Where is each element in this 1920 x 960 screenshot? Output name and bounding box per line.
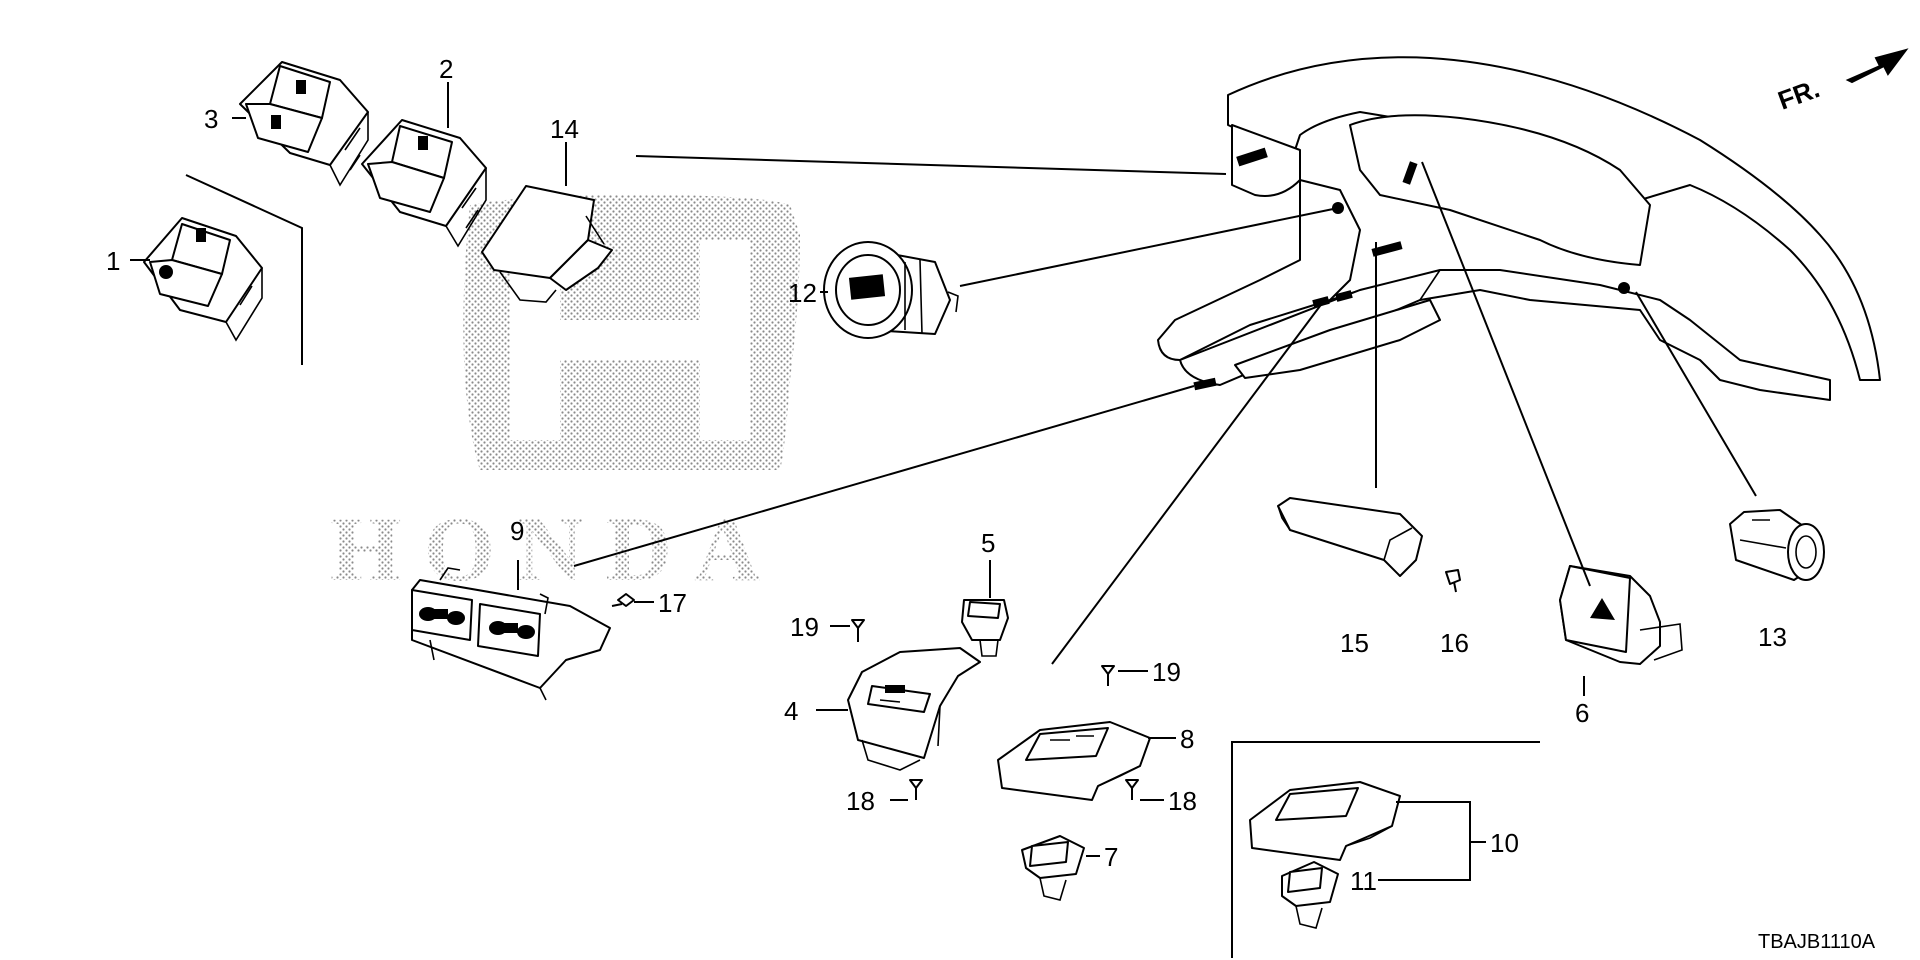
group-bracket-line xyxy=(185,174,303,365)
screw-18a xyxy=(909,779,923,800)
callout-11: 11 xyxy=(1350,866,1377,896)
honda-watermark-logo: HONDA xyxy=(330,195,800,600)
callout-7: 7 xyxy=(1104,842,1118,872)
part-5-small-switch xyxy=(961,599,1009,657)
front-direction-label: FR. xyxy=(1774,73,1824,116)
part-8-console-switch-panel xyxy=(997,721,1151,801)
callout-18b: 18 xyxy=(1168,786,1197,816)
part-14-switch-bracket xyxy=(481,185,613,303)
part-2-seat-heater-switch xyxy=(361,119,487,248)
part-3-seat-heater-switch xyxy=(239,61,369,187)
callout-3: 3 xyxy=(204,104,218,134)
dashboard-overview xyxy=(1157,56,1881,401)
screw-19a xyxy=(851,619,865,642)
callout-6: 6 xyxy=(1575,698,1589,728)
part-12-engine-start-button xyxy=(823,241,959,339)
callout-13: 13 xyxy=(1758,622,1787,652)
callout-15: 15 xyxy=(1340,628,1369,658)
screws xyxy=(611,569,1461,800)
callout-10: 10 xyxy=(1490,828,1519,858)
part-11-small-switch xyxy=(1281,861,1339,929)
honda-watermark-text: HONDA xyxy=(330,498,782,600)
callout-18a: 18 xyxy=(846,786,875,816)
front-direction-indicator: FR. xyxy=(1774,48,1909,116)
part-10-console-switch-panel xyxy=(1249,781,1401,861)
callout-2: 2 xyxy=(439,54,453,84)
callout-4: 4 xyxy=(784,696,798,726)
screw-19b xyxy=(1101,665,1115,686)
part-6-hazard-switch xyxy=(1559,565,1683,665)
callout-19a: 19 xyxy=(790,612,819,642)
kit-box-frame xyxy=(1231,741,1540,958)
callout-16: 16 xyxy=(1440,628,1469,658)
callout-8: 8 xyxy=(1180,724,1194,754)
hazard-triangle-icon xyxy=(1590,598,1615,620)
callout-17: 17 xyxy=(658,588,687,618)
part-9-usb-charger-unit xyxy=(411,567,611,701)
front-direction-arrow-icon xyxy=(1845,48,1909,84)
part-7-small-switch xyxy=(1021,835,1085,901)
screw-18b xyxy=(1125,779,1139,800)
screw-17 xyxy=(611,593,635,607)
callout-19b: 19 xyxy=(1152,657,1181,687)
part-1-parking-brake-switch xyxy=(143,217,263,342)
screw-16 xyxy=(1445,569,1461,593)
callout-12: 12 xyxy=(788,278,817,308)
callout-14: 14 xyxy=(550,114,579,144)
part-15-bracket xyxy=(1277,497,1423,577)
callout-1: 1 xyxy=(106,246,120,276)
callout-numbers: 3 2 1 14 12 9 17 5 19 19 4 8 18 18 7 10 … xyxy=(106,54,1787,896)
diagram-code: TBAJB1110A xyxy=(1758,931,1876,953)
callout-5: 5 xyxy=(981,528,995,558)
callout-9: 9 xyxy=(510,516,524,546)
part-4-console-switch-panel xyxy=(847,647,981,771)
part-13-accessory-socket xyxy=(1729,509,1825,581)
leader-lines xyxy=(130,82,1757,881)
